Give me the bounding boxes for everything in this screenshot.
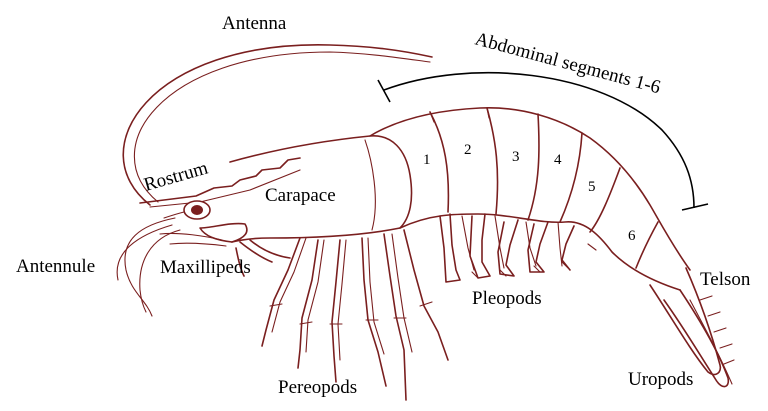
label-maxillipeds: Maxillipeds [160, 257, 251, 278]
pereopod-joints [270, 302, 432, 324]
pleopod-1 [440, 214, 460, 282]
abdomen-ventral [400, 214, 680, 290]
segment-number-6: 6 [628, 228, 636, 244]
pereopod-4 [362, 238, 386, 386]
carapace-groove [365, 140, 375, 230]
segment-divider-1 [430, 112, 448, 212]
eye-pupil [191, 205, 203, 215]
pereopods-group [262, 230, 448, 400]
shrimp-illustration [117, 45, 734, 400]
pereopod-6 [404, 230, 448, 360]
segment-divider-3 [528, 114, 539, 220]
pereopod-3-b [338, 240, 346, 360]
pleopod-4 [528, 222, 548, 272]
label-rostrum: Rostrum [142, 158, 211, 196]
segment-divider-2 [487, 108, 498, 214]
segment-divider-5 [590, 168, 620, 232]
bracket-end-right [682, 204, 708, 210]
pereopod-1-b [272, 238, 306, 332]
segment-number-2: 2 [464, 142, 472, 158]
segment-divider-4 [560, 133, 582, 222]
label-abdominal-segments: Abdominal segments 1-6 [473, 29, 663, 99]
segment-divider-6 [636, 222, 658, 268]
label-carapace: Carapace [265, 185, 336, 206]
segment-number-5: 5 [588, 179, 596, 195]
segment-number-3: 3 [512, 149, 520, 165]
label-pleopods: Pleopods [472, 288, 542, 309]
pleopods-group [440, 214, 596, 282]
segment-number-4: 4 [554, 152, 562, 168]
label-pereopods: Pereopods [278, 377, 357, 398]
label-antenna: Antenna [222, 13, 287, 34]
label-antennule: Antennule [16, 256, 95, 277]
bracket-end-left [378, 80, 390, 102]
mouthparts [160, 233, 226, 246]
pereopod-4-b [368, 238, 384, 354]
label-uropods: Uropods [628, 369, 693, 390]
pereopod-2 [298, 240, 318, 368]
label-telson: Telson [700, 269, 751, 290]
head-front [200, 224, 247, 242]
segment-number-1: 1 [423, 152, 431, 168]
pleopod-3 [498, 220, 518, 276]
pereopod-1 [262, 238, 300, 346]
eye-stalk [164, 212, 184, 218]
pleopod-3-b [526, 222, 536, 266]
